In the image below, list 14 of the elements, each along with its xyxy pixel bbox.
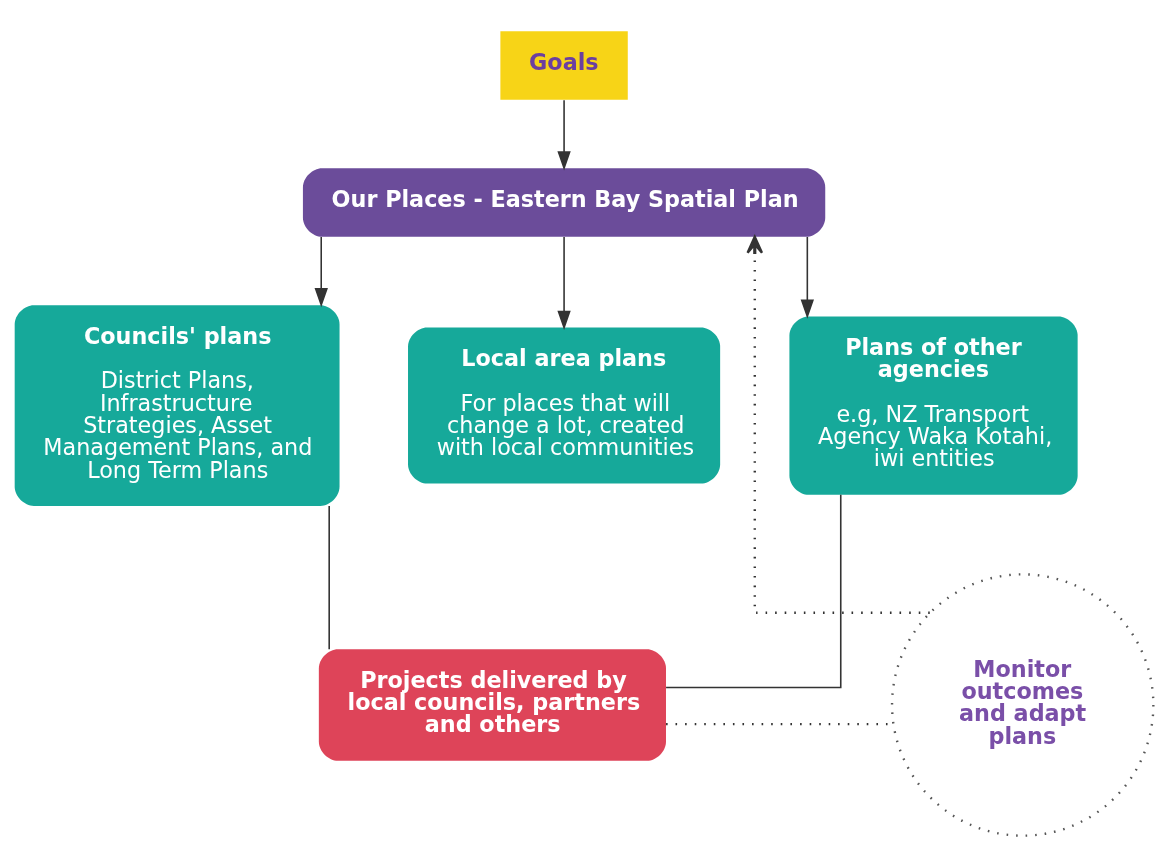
- node-box: Projects delivered by local councils, partners and others: [318, 649, 666, 761]
- arrow: [557, 236, 571, 330]
- arrow: [314, 236, 328, 308]
- connector: [328, 505, 330, 651]
- connector: [665, 494, 842, 689]
- arrow: [800, 236, 815, 319]
- arrow: [557, 99, 571, 171]
- node-box: Our Places - Eastern Bay Spatial Plan: [302, 168, 826, 237]
- node-box: Goals: [500, 31, 628, 100]
- node-box: Councils' plans District Plans, Infrastructure Strategies, Asset Management Plans, and Long Term Plans: [14, 305, 340, 506]
- node-box: Plans of other agencies e.g, NZ Transport Agency Waka Kotahi, iwi entities: [789, 316, 1078, 495]
- node-circle: Monitor outcomes and adapt plans: [890, 573, 1155, 837]
- node-box: Local area plans For places that will change a lot, created with local communities: [408, 327, 721, 484]
- arrow: [746, 235, 930, 614]
